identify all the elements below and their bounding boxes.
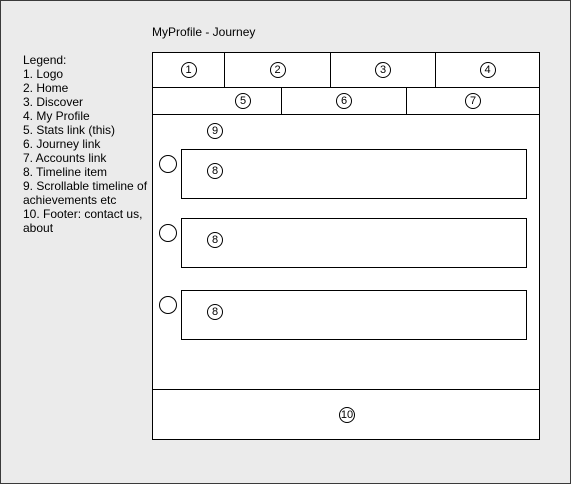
legend-item: 4. My Profile [23, 109, 90, 123]
discover-badge: 3 [375, 62, 391, 78]
home-badge: 2 [269, 62, 286, 78]
page-frame: 1 2 3 4 5 6 7 9 8 [152, 52, 540, 440]
journey-badge: 6 [336, 93, 352, 109]
timeline-item-badge: 8 [207, 232, 223, 248]
timeline-item[interactable]: 8 [181, 218, 527, 268]
legend-item: achievements etc [23, 193, 117, 207]
timeline-node [159, 155, 177, 173]
header-nav: 1 2 3 4 [153, 53, 539, 88]
legend-item: 1. Logo [23, 67, 64, 81]
legend-item: 8. Timeline item [23, 165, 108, 179]
timeline-node [159, 296, 177, 314]
legend-item: 2. Home [23, 81, 69, 95]
stats-badge: 5 [235, 93, 251, 109]
legend-item: 3. Discover [23, 95, 84, 109]
diagram-title: MyProfile - Journey [152, 25, 256, 39]
discover-nav-cell[interactable]: 3 [331, 53, 436, 87]
legend-item: 7. Accounts link [23, 151, 107, 165]
footer[interactable]: 10 [153, 389, 539, 439]
sub-nav: 5 6 7 [153, 88, 539, 115]
footer-badge: 10 [339, 407, 355, 423]
home-nav-cell[interactable]: 2 [225, 53, 331, 87]
stats-link-cell[interactable]: 5 [153, 88, 282, 114]
timeline-node [159, 224, 177, 242]
legend-item: 9. Scrollable timeline of [23, 179, 148, 193]
my-profile-badge: 4 [479, 62, 496, 78]
timeline-item-badge: 8 [207, 163, 223, 179]
legend-item: about [23, 221, 54, 235]
timeline-item[interactable]: 8 [181, 149, 527, 199]
accounts-badge: 7 [465, 93, 481, 109]
legend-item: 6. Journey link [23, 137, 101, 151]
legend: Legend: 1. Logo 2. Home 3. Discover 4. M… [23, 53, 147, 235]
journey-link-cell[interactable]: 6 [282, 88, 407, 114]
accounts-link-cell[interactable]: 7 [407, 88, 539, 114]
my-profile-nav-cell[interactable]: 4 [436, 53, 539, 87]
timeline-badge: 9 [207, 123, 223, 139]
logo-badge: 1 [180, 62, 197, 78]
legend-heading: Legend: [23, 53, 67, 67]
legend-item: 10. Footer: contact us, [23, 207, 143, 221]
logo-cell[interactable]: 1 [153, 53, 225, 87]
timeline-item-badge: 8 [207, 304, 223, 320]
legend-item: 5. Stats link (this) [23, 123, 116, 137]
timeline-item[interactable]: 8 [181, 290, 527, 340]
